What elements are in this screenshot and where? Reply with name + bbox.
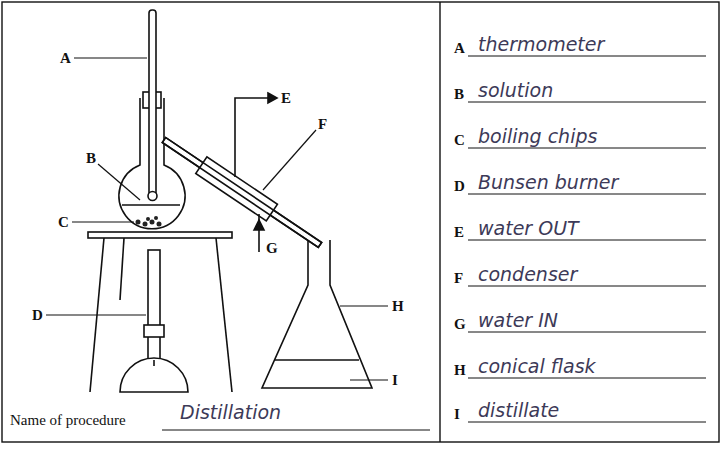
handwritten-answer: distillate [478,400,559,421]
answer-letter: F [454,270,463,287]
handwritten-answer: water IN [478,310,558,331]
callout-letter: G [266,240,278,257]
answer-letter: E [454,224,464,241]
handwritten-answer: condenser [478,264,577,285]
callout-letter: I [392,372,398,389]
callout-letter: H [392,298,404,315]
callout-letter: A [60,50,71,67]
answer-letter: B [454,86,464,103]
handwritten-answer: thermometer [478,34,604,55]
answer-letter: I [454,406,460,423]
handwritten-answer: boiling chips [478,126,597,147]
handwritten-answer: Distillation [180,402,281,423]
handwritten-answer: solution [478,80,553,101]
callout-letter: D [32,307,43,324]
handwritten-answer: conical flask [478,356,596,377]
answer-letter: H [454,362,466,379]
answer-letter: A [454,40,465,57]
callout-letter: F [318,116,327,133]
answer-letter: D [454,178,465,195]
answer-letter: C [454,132,465,149]
callout-letter: E [281,90,291,107]
prompt-text: Name of procedure [10,412,126,429]
callout-letter: C [58,214,69,231]
handwritten-answer: Bunsen burner [478,172,618,193]
answer-letter: G [454,316,466,333]
handwritten-answer: water OUT [478,218,579,239]
callout-letter: B [86,150,96,167]
